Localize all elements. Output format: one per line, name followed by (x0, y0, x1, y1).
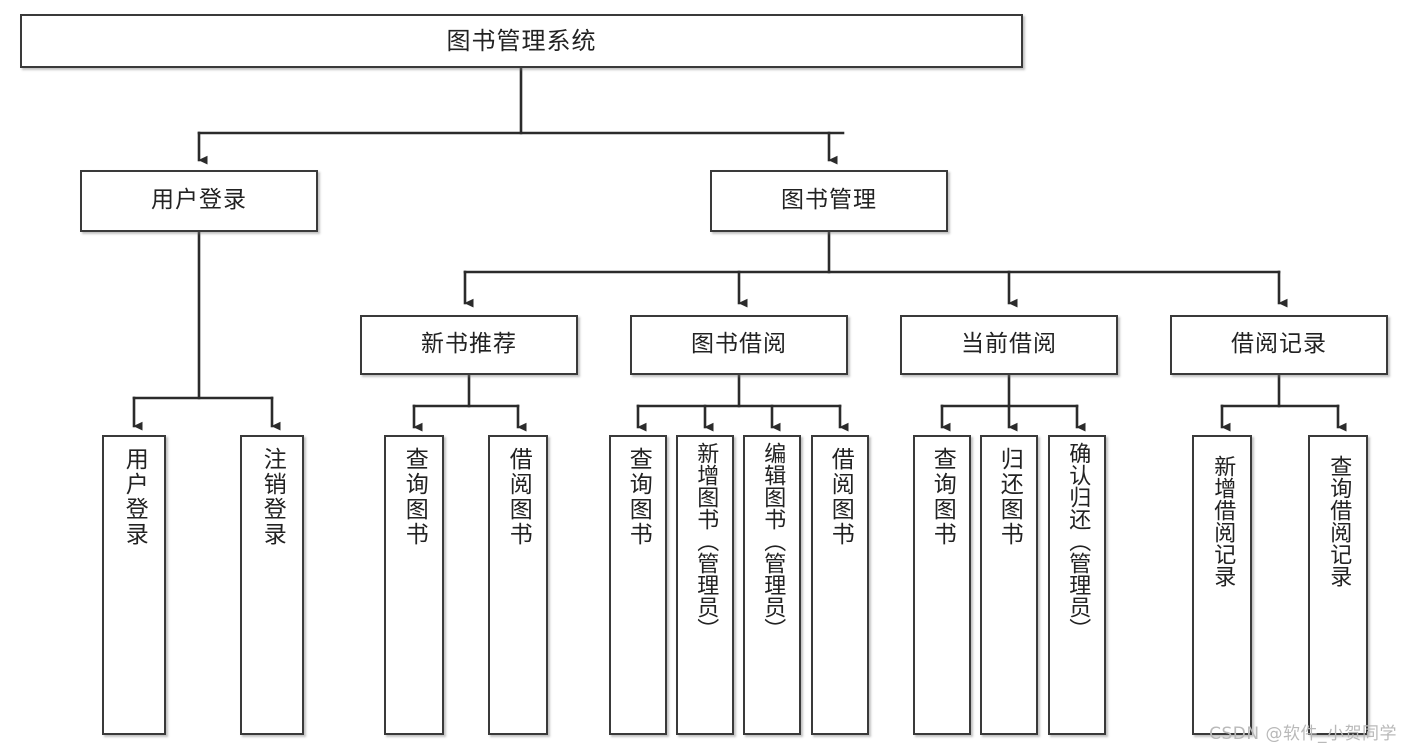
node-borrow-record[interactable]: 借阅记录 (1170, 315, 1388, 375)
leaf-book-borrow-borrow-book[interactable]: 借阅图书 (811, 435, 869, 735)
leaf-book-borrow-edit-book-admin[interactable]: 编辑图书（管理员） (743, 435, 801, 735)
node-book-management[interactable]: 图书管理 (710, 170, 948, 232)
leaf-borrow-record-query-record[interactable]: 查询借阅记录 (1308, 435, 1368, 735)
leaf-label: 新增借阅记录 (1210, 455, 1236, 587)
leaf-label: 注销登录 (259, 447, 286, 547)
leaf-label: 用户登录 (121, 447, 148, 547)
leaf-borrow-record-add-record[interactable]: 新增借阅记录 (1192, 435, 1252, 735)
csdn-watermark: CSDN @软件_小贺同学 (1209, 724, 1397, 744)
leaf-book-borrow-add-book-admin[interactable]: 新增图书（管理员） (676, 435, 734, 735)
leaf-label: 确认归还（管理员） (1065, 442, 1091, 640)
node-current-borrow[interactable]: 当前借阅 (900, 315, 1118, 375)
leaf-new-book-borrow-book[interactable]: 借阅图书 (488, 435, 548, 735)
leaf-label: 归还图书 (996, 447, 1023, 547)
leaf-label: 查询图书 (625, 447, 652, 547)
leaf-label: 新增图书（管理员） (693, 442, 719, 640)
leaf-current-borrow-return-book[interactable]: 归还图书 (980, 435, 1038, 735)
leaf-label: 查询图书 (929, 447, 956, 547)
node-root-system[interactable]: 图书管理系统 (20, 14, 1023, 68)
node-book-borrow[interactable]: 图书借阅 (630, 315, 848, 375)
leaf-user-login-logout[interactable]: 注销登录 (240, 435, 304, 735)
leaf-label: 借阅图书 (827, 447, 854, 547)
leaf-label: 编辑图书（管理员） (760, 442, 786, 640)
leaf-label: 借阅图书 (505, 447, 532, 547)
leaf-label: 查询借阅记录 (1326, 455, 1352, 587)
leaf-user-login-login[interactable]: 用户登录 (102, 435, 166, 735)
leaf-current-borrow-query-book[interactable]: 查询图书 (913, 435, 971, 735)
leaf-current-borrow-confirm-return-admin[interactable]: 确认归还（管理员） (1048, 435, 1106, 735)
leaf-label: 查询图书 (401, 447, 428, 547)
node-user-login[interactable]: 用户登录 (80, 170, 318, 232)
leaf-book-borrow-query-book[interactable]: 查询图书 (609, 435, 667, 735)
leaf-new-book-query-book[interactable]: 查询图书 (384, 435, 444, 735)
node-new-book-recommend[interactable]: 新书推荐 (360, 315, 578, 375)
